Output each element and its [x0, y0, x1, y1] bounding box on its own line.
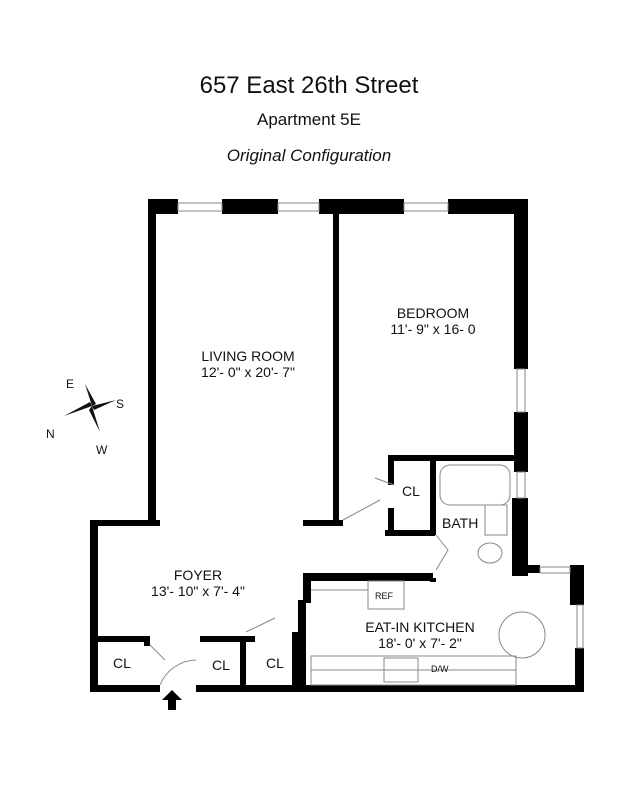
- compass-w: W: [96, 443, 108, 457]
- foyer-label: FOYER 13'- 10" x 7'- 4": [151, 567, 245, 599]
- closet-label: CL: [113, 655, 131, 671]
- walls: [90, 199, 584, 710]
- compass-s: S: [116, 397, 125, 411]
- compass-icon: [64, 384, 116, 432]
- configuration-subtitle: Original Configuration: [226, 146, 392, 165]
- living-room-label: LIVING ROOM 12'- 0" x 20'- 7": [201, 348, 295, 380]
- unit-title: Apartment 5E: [257, 110, 361, 129]
- dishwasher-label: D/W: [431, 664, 449, 674]
- address-title: 657 East 26th Street: [199, 72, 419, 99]
- closet-label: CL: [266, 655, 284, 671]
- bath-label: BATH: [442, 515, 479, 531]
- compass-n: N: [46, 427, 55, 441]
- compass-e: E: [66, 377, 75, 391]
- closet-label: CL: [212, 657, 230, 673]
- closet-label: CL: [402, 483, 420, 499]
- ref-label: REF: [375, 591, 393, 601]
- kitchen-label: EAT-IN KITCHEN 18'- 0' x 7'- 2": [365, 619, 475, 651]
- bedroom-label: BEDROOM 11'- 9" x 16- 0: [390, 305, 476, 337]
- fixtures: [149, 202, 584, 686]
